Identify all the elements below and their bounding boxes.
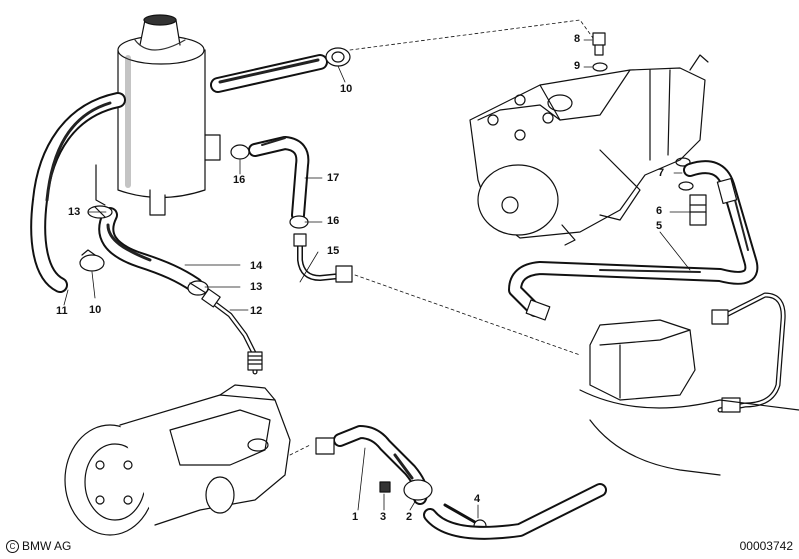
callout-3: 3 [380, 511, 387, 523]
line-15 [293, 233, 353, 283]
return-hose [423, 483, 607, 540]
callout-16-right: 16 [327, 215, 340, 227]
leader-lines [289, 19, 594, 456]
callout-10-top: 10 [340, 83, 353, 95]
callout-13-lower: 13 [250, 281, 263, 293]
callout-leaders [63, 39, 691, 519]
callout-10-left: 10 [89, 304, 102, 316]
callout-5: 5 [656, 220, 663, 232]
nut-3 [379, 481, 391, 493]
steering-valve [579, 319, 799, 476]
callout-16-left: 16 [233, 174, 246, 186]
callout-2: 2 [406, 511, 413, 523]
steel-line-right [711, 292, 786, 413]
callout-15: 15 [327, 245, 340, 257]
callout-17: 17 [327, 172, 340, 184]
callout-11: 11 [56, 305, 68, 317]
callout-6: 6 [656, 205, 663, 217]
callout-4: 4 [474, 493, 481, 505]
clamp-10-lower [79, 249, 105, 272]
hose-5 [508, 160, 759, 321]
callout-1: 1 [352, 511, 359, 523]
callout-8: 8 [574, 33, 581, 45]
callout-14: 14 [250, 260, 263, 272]
callout-9: 9 [574, 60, 581, 72]
hose-17 [230, 136, 310, 229]
hose-11 [30, 92, 126, 293]
brand-label: BMW AG [22, 539, 72, 553]
washer-7 [675, 157, 694, 191]
bolt-6 [689, 194, 707, 226]
callout-12: 12 [250, 305, 263, 317]
reservoir [95, 14, 221, 216]
steering-gear [469, 54, 709, 246]
callout-7: 7 [658, 167, 665, 179]
fitting-8 [592, 32, 606, 56]
clip-2 [403, 479, 433, 501]
clamp-13-lower [187, 280, 209, 296]
copyright-brand: C BMW AG [6, 539, 71, 553]
copyright-icon: C [6, 539, 19, 553]
hose-10-top [210, 47, 351, 93]
power-steering-pump [64, 384, 291, 536]
line-12 [201, 288, 263, 375]
washer-9 [592, 62, 608, 72]
diagram-number: 00003742 [739, 539, 793, 553]
hose-14 [98, 207, 203, 293]
callout-13-upper: 13 [68, 206, 81, 218]
